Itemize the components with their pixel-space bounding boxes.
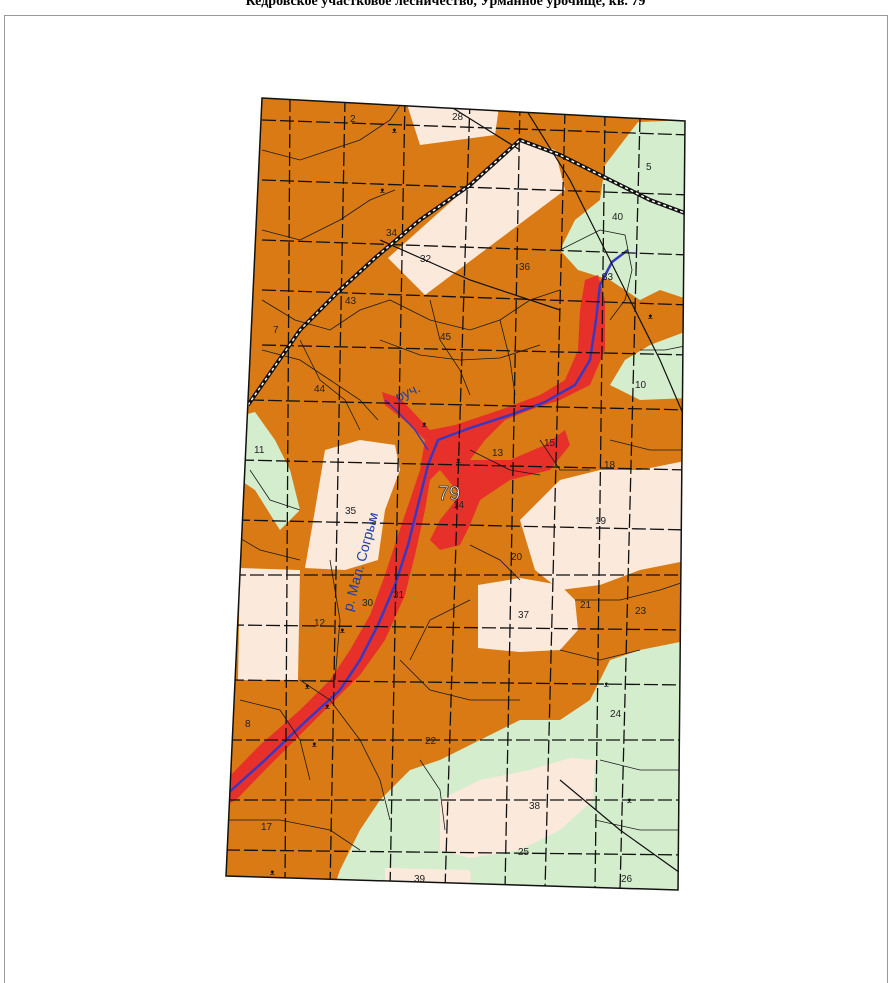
grid-lines xyxy=(226,98,685,890)
quarter-number: 79 xyxy=(438,483,460,505)
plot-label-38: 38 xyxy=(529,801,541,812)
plot-label-17: 17 xyxy=(261,822,273,833)
plot-label-32: 32 xyxy=(420,254,432,265)
plot-label-25: 25 xyxy=(518,847,530,858)
forest-symbol-icon: ᵜ xyxy=(422,419,427,433)
forest-symbol-icon: ᵜ xyxy=(648,311,653,325)
plot-label-35: 35 xyxy=(345,506,357,517)
forest-symbol-icon: ᵜ xyxy=(340,625,345,639)
plot-label-5: 5 xyxy=(646,162,652,173)
forest-symbol-icon: ᵜ xyxy=(604,679,609,693)
plot-label-8: 8 xyxy=(245,719,251,730)
plot-label-22: 22 xyxy=(425,736,437,747)
plot-label-26: 26 xyxy=(621,874,633,885)
plot-label-31: 31 xyxy=(393,590,405,601)
plot-label-37: 37 xyxy=(518,610,530,621)
plot-label-36: 36 xyxy=(519,262,531,273)
plot-label-34: 34 xyxy=(386,228,398,239)
plot-label-10: 10 xyxy=(635,380,647,391)
plot-label-39: 39 xyxy=(414,874,426,885)
map-frame xyxy=(4,15,888,983)
road-center xyxy=(247,139,685,406)
plot-label-40: 40 xyxy=(612,212,624,223)
plot-label-28: 28 xyxy=(452,112,464,123)
meadow-area-5 xyxy=(560,120,685,300)
riparian-zone xyxy=(226,275,605,805)
plot-label-14: 14 xyxy=(453,500,465,511)
plot-label-15: 15 xyxy=(544,438,556,449)
forest-symbol-icon: ᵜ xyxy=(627,795,632,809)
forest-symbol-icon: ᵜ xyxy=(392,125,397,139)
quarter-boundary xyxy=(225,97,686,891)
forest-symbol-icon: ᵜ xyxy=(312,739,317,753)
plot-label-20: 20 xyxy=(511,552,523,563)
plot-label-23: 23 xyxy=(635,606,647,617)
plot-label-13: 13 xyxy=(492,448,504,459)
forest-symbol-icon: ᵜ xyxy=(380,185,385,199)
clearing-38 xyxy=(440,758,595,858)
meadow-area-24 xyxy=(330,640,685,890)
clearing-12 xyxy=(238,568,300,680)
forest-symbol-icon: ᵜ xyxy=(325,701,330,715)
plot-label-45: 45 xyxy=(440,332,452,343)
plot-label-12: 12 xyxy=(314,618,326,629)
clearing-19 xyxy=(520,460,685,590)
plot-label-30: 30 xyxy=(362,598,374,609)
plot-label-2: 2 xyxy=(350,114,356,125)
forest-symbols: ᵜ ᵜ ᵜ ᵜ ᵜ ᵜ ᵜ ᵜ ᵜ ᵜ ᵜ ᵜ xyxy=(270,125,653,881)
forest-symbol-icon: ᵜ xyxy=(305,681,310,695)
plot-label-7: 7 xyxy=(273,325,279,336)
stream-line xyxy=(384,399,429,451)
plot-label-11: 11 xyxy=(254,445,265,456)
forest-symbol-icon: ᵜ xyxy=(270,867,275,881)
plot-label-44: 44 xyxy=(314,384,326,395)
forest-symbol-icon: ᵜ xyxy=(456,455,461,469)
plot-label-33: 33 xyxy=(602,272,614,283)
river-line xyxy=(226,249,629,796)
clearing-35 xyxy=(305,440,400,570)
plot-label-21: 21 xyxy=(580,600,592,611)
plot-label-18: 18 xyxy=(604,460,616,471)
plot-label-43: 43 xyxy=(345,296,357,307)
clearing-32 xyxy=(388,140,565,295)
plot-label-19: 19 xyxy=(595,516,607,527)
plot-label-24: 24 xyxy=(610,709,622,720)
map-title: Кедровское участковое лесничество, Урман… xyxy=(245,0,646,9)
